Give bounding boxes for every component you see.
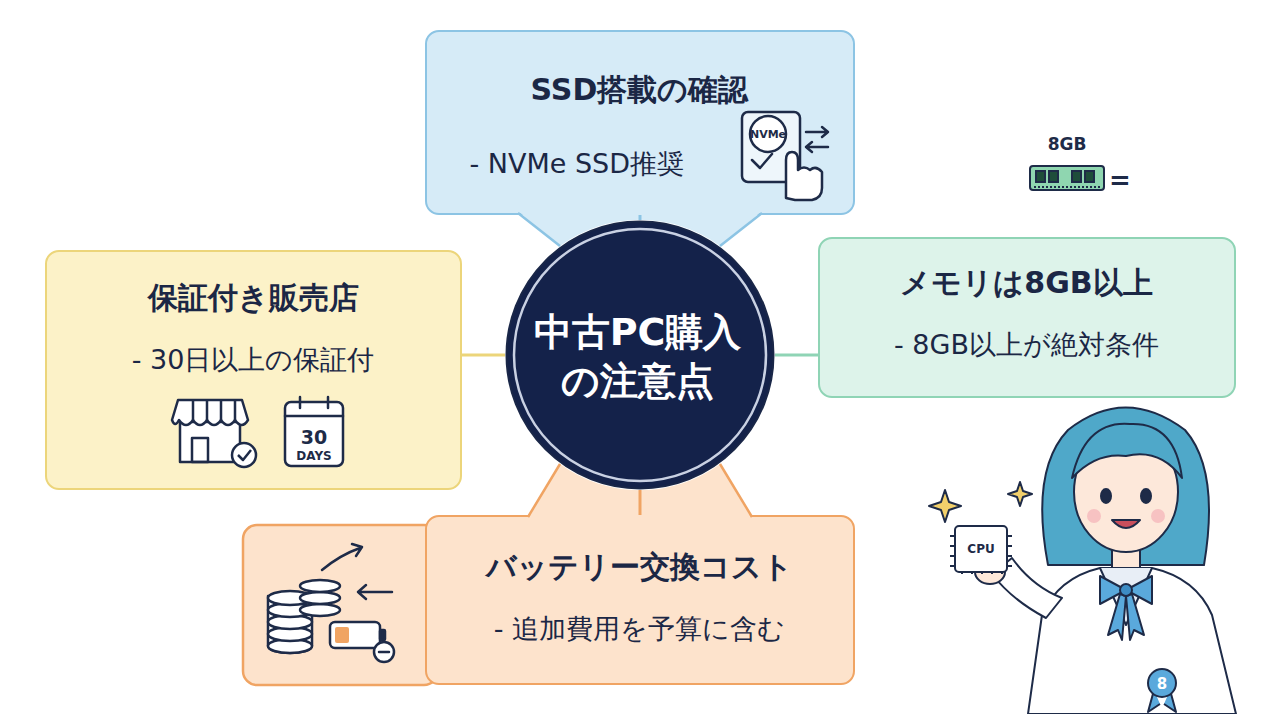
coin [268,591,312,605]
cost-icon [268,544,394,662]
cheek [1087,509,1101,523]
cheek [1151,509,1165,523]
ram-pins [1034,186,1100,188]
box-body: - NVMe SSD推奨 [470,148,750,180]
tip-box: SSD搭載の確認 - NVMe SSD推奨 [425,30,855,215]
bangs [1072,424,1182,478]
calendar-label: DAYS [296,450,331,462]
ribbon-bow [1126,576,1152,604]
coin [300,604,340,616]
sparkle [929,490,961,522]
circle-shape [505,220,775,490]
ram-icon [1030,166,1104,190]
chip-pins [950,536,1012,566]
box-title: バッテリー交換コスト [425,549,855,585]
coin [268,603,312,617]
battery-body [330,622,380,648]
medal [1148,669,1176,697]
tip-box: 保証付き販売店 - 30日以上の保証付 [45,250,462,490]
scientist-character [929,408,1236,714]
medal-ribbon [1148,690,1176,712]
coin [268,615,312,629]
sparkle [1008,482,1032,506]
central-title: 中古PC購入 の注意点 [528,308,748,407]
connector-line [639,215,642,220]
box-title: メモリは8GB以上 [818,265,1236,301]
medal-number: 8 [1157,677,1167,692]
up-arrow [322,544,362,570]
minus-sign [379,651,389,654]
hair-back [1042,408,1209,566]
ram-size-label: 8GB [1048,136,1087,153]
chip-pins [962,530,1002,574]
icon-label: NVMe [750,129,786,140]
minus-badge [374,642,394,662]
coin [268,627,312,641]
coin [300,580,340,592]
box-title: SSD搭載の確認 [425,72,855,108]
arm-sleeve [992,558,1062,618]
side-panel [243,525,438,685]
ribbon-bow [1100,576,1126,604]
box-body: - 8GB以上が絶対条件 [818,329,1236,361]
equals-sign: = [1109,167,1131,193]
connector-line [775,354,818,357]
ribbon-tails [1108,594,1144,640]
connector-line [462,354,505,357]
collar [1100,568,1152,625]
coin [268,639,312,653]
battery-terminal [380,630,385,640]
connector-line [639,490,642,515]
ram-chip [1049,171,1058,182]
central-topic: 中古PC購入 の注意点 [505,220,775,490]
ram-chip [1036,171,1045,182]
circle-ring [514,229,766,481]
face [1074,432,1178,552]
eye [1141,489,1151,503]
ribbon-knot [1120,584,1132,596]
ram-chip [1072,171,1081,182]
coin [300,592,340,604]
battery-level [335,627,349,643]
box-body: - 追加費用を予算に含む [425,613,855,645]
hand [975,560,1005,584]
neck [1112,540,1140,572]
chip-label: CPU [967,543,994,555]
tip-box: バッテリー交換コスト - 追加費用を予算に含む [425,515,855,685]
box-body: - 30日以上の保証付 [45,344,462,376]
circle-outer [507,222,774,489]
lab-coat [1028,568,1236,714]
ram-board [1030,166,1104,190]
box-title: 保証付き販売店 [45,280,462,316]
connector-layer [462,215,818,515]
tip-box: メモリは8GB以上 - 8GB以上が絶対条件 [818,237,1236,398]
ram-chip [1085,171,1094,182]
smile [1112,520,1140,528]
cpu-chip [955,526,1007,572]
left-arrow [358,585,392,599]
calendar-number: 30 [301,428,327,447]
coin-stack [268,596,312,653]
eye [1101,489,1111,503]
